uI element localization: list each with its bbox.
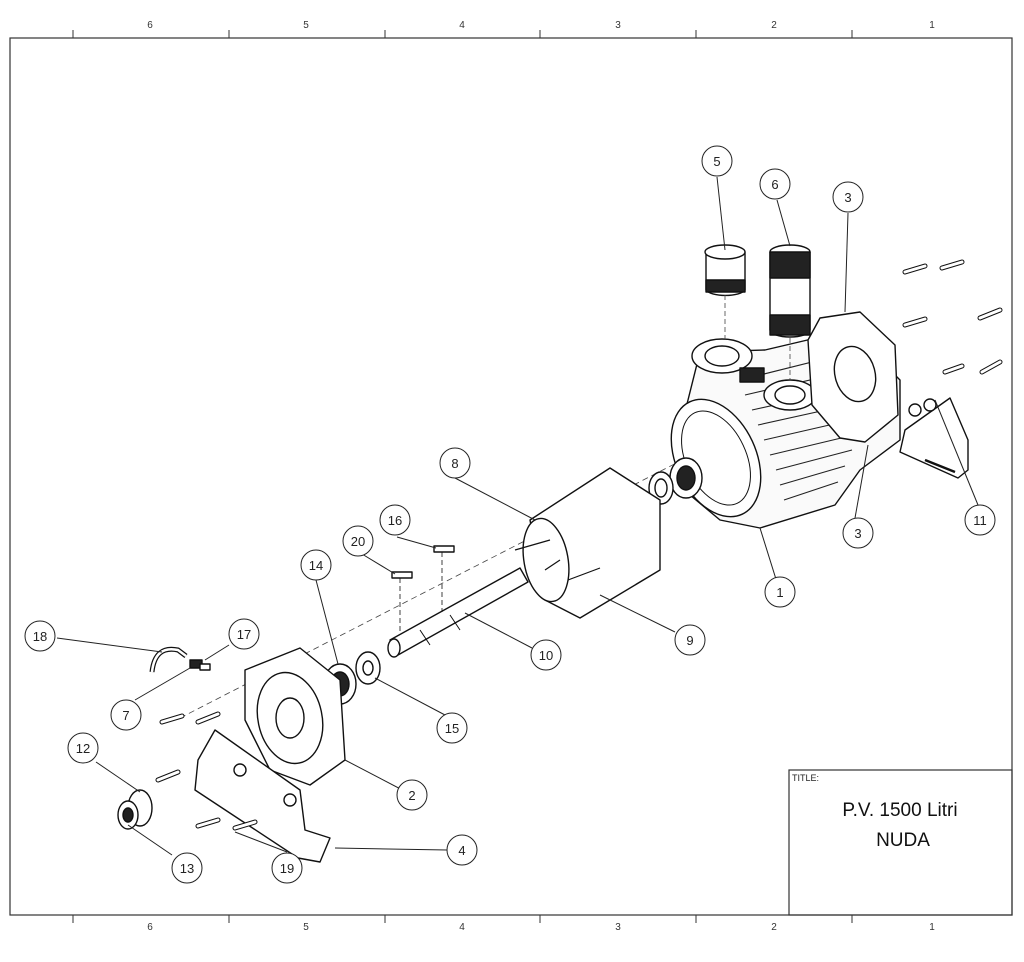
balloon-16: 16 — [379, 504, 411, 536]
zone-label-bottom-6: 6 — [147, 922, 153, 933]
balloon-5: 5 — [701, 145, 733, 177]
svg-text:19: 19 — [280, 861, 294, 876]
zone-label-bottom-3: 3 — [615, 922, 621, 933]
motor-rotor — [514, 467, 661, 619]
flange-plate — [807, 311, 899, 443]
svg-text:15: 15 — [445, 721, 459, 736]
balloons: 1 2 3 3 4 5 6 7 8 9 10 11 12 13 14 15 16… — [24, 145, 996, 884]
zone-label-top-3: 3 — [615, 20, 621, 31]
pipe-fitting-6 — [769, 244, 811, 338]
end-shield — [244, 647, 346, 786]
svg-text:4: 4 — [458, 843, 465, 858]
zone-label-bottom-2: 2 — [771, 922, 777, 933]
svg-text:14: 14 — [309, 558, 323, 573]
balloon-1: 1 — [764, 576, 796, 608]
balloon-2: 2 — [396, 779, 428, 811]
balloon-14: 14 — [300, 549, 332, 581]
balloon-9: 9 — [674, 624, 706, 656]
title-label: TITLE: — [792, 773, 819, 783]
bolts-right — [902, 259, 1003, 375]
svg-text:6: 6 — [771, 177, 778, 192]
balloon-3-top: 3 — [832, 181, 864, 213]
svg-text:11: 11 — [973, 513, 987, 528]
balloon-12: 12 — [67, 732, 99, 764]
zone-label-bottom-4: 4 — [459, 922, 465, 933]
zone-label-top-6: 6 — [147, 20, 153, 31]
svg-text:9: 9 — [686, 633, 693, 648]
svg-text:2: 2 — [408, 788, 415, 803]
bolts-left — [155, 711, 258, 831]
svg-text:5: 5 — [713, 154, 720, 169]
balloon-20: 20 — [342, 525, 374, 557]
sheet-border — [9, 37, 1013, 916]
svg-text:1: 1 — [776, 585, 783, 600]
zone-label-top-5: 5 — [303, 20, 309, 31]
zone-label-bottom-5: 5 — [303, 922, 309, 933]
balloon-4: 4 — [446, 834, 478, 866]
balloon-18: 18 — [24, 620, 56, 652]
svg-text:10: 10 — [539, 648, 553, 663]
title-line-1: P.V. 1500 Litri — [842, 800, 957, 821]
zone-ticks — [72, 30, 853, 923]
washer-15 — [355, 651, 381, 685]
left-bracket — [194, 729, 331, 863]
balloon-15: 15 — [436, 712, 468, 744]
balloon-11: 11 — [964, 504, 996, 536]
balloon-3-bottom: 3 — [842, 517, 874, 549]
balloon-8: 8 — [439, 447, 471, 479]
svg-text:16: 16 — [388, 513, 402, 528]
svg-text:3: 3 — [844, 190, 851, 205]
balloon-13: 13 — [171, 852, 203, 884]
leader-lines — [56, 176, 979, 856]
svg-text:18: 18 — [33, 629, 47, 644]
key-16 — [433, 545, 455, 553]
title-block: TITLE: P.V. 1500 Litri NUDA — [788, 769, 1013, 916]
zone-label-top-2: 2 — [771, 20, 777, 31]
svg-text:7: 7 — [122, 708, 129, 723]
fitting-17 — [189, 659, 211, 671]
seal-assembly — [117, 789, 153, 830]
pipe-fitting-5 — [704, 244, 746, 297]
svg-text:20: 20 — [351, 534, 365, 549]
title-line-2: NUDA — [876, 830, 930, 851]
svg-text:17: 17 — [237, 627, 251, 642]
balloon-19: 19 — [271, 852, 303, 884]
balloon-10: 10 — [530, 639, 562, 671]
bearing-pump-side — [648, 457, 703, 505]
balloon-6: 6 — [759, 168, 791, 200]
zone-label-top-4: 4 — [459, 20, 465, 31]
balloon-17: 17 — [228, 618, 260, 650]
svg-text:13: 13 — [180, 861, 194, 876]
balloon-7: 7 — [110, 699, 142, 731]
svg-text:12: 12 — [76, 741, 90, 756]
assembly-lines — [724, 295, 791, 380]
zone-label-bottom-1: 1 — [929, 922, 935, 933]
zone-label-top-1: 1 — [929, 20, 935, 31]
motor-shaft — [387, 567, 529, 658]
svg-text:8: 8 — [451, 456, 458, 471]
svg-text:3: 3 — [854, 526, 861, 541]
right-bracket — [899, 397, 969, 479]
key-20 — [391, 571, 413, 579]
